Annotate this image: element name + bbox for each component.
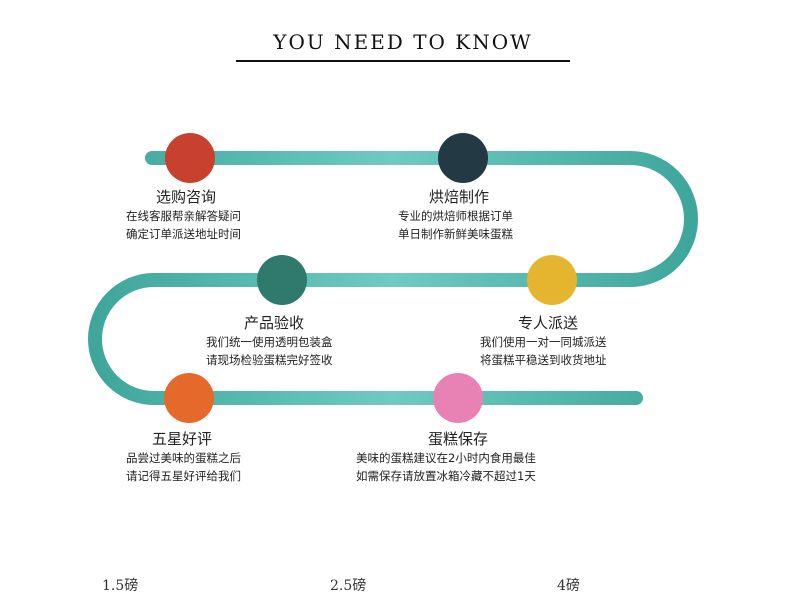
- step-1-desc-line2: 确定订单派送地址时间: [126, 227, 241, 241]
- title-underline: [236, 60, 570, 62]
- step-4-node: [257, 255, 307, 305]
- step-2-node: [438, 133, 488, 183]
- step-2-title: 烘焙制作: [429, 188, 490, 206]
- step-1-node: [165, 133, 215, 183]
- step-5-node: [164, 373, 214, 423]
- step-2-desc-line1: 专业的烘焙师根据订单: [398, 209, 513, 223]
- step-4-title: 产品验收: [244, 314, 305, 332]
- step-5-desc-line2: 请记得五星好评给我们: [126, 469, 241, 483]
- weight-label-1: 1.5磅: [102, 578, 139, 594]
- step-4-desc-line1: 我们统一使用透明包装盒: [206, 335, 333, 349]
- track-path: [88, 151, 698, 405]
- step-2-desc-line2: 单日制作新鲜美味蛋糕: [398, 227, 513, 241]
- step-1-title: 选购咨询: [156, 188, 217, 206]
- step-5-desc-line1: 品尝过美味的蛋糕之后: [126, 451, 241, 465]
- weight-label-3: 4磅: [557, 578, 580, 594]
- step-6-desc-line2: 如需保存请放置冰箱冷藏不超过1天: [356, 469, 536, 483]
- page-title: YOU NEED TO KNOW: [273, 30, 533, 54]
- step-3-desc-line2: 将蛋糕平稳送到收货地址: [480, 353, 607, 367]
- step-3-desc-line1: 我们使用一对一同城派送: [480, 335, 607, 349]
- weight-label-2: 2.5磅: [330, 578, 367, 594]
- step-3-title: 专人派送: [518, 314, 579, 332]
- step-6-desc-line1: 美味的蛋糕建议在2小时内食用最佳: [356, 451, 536, 465]
- step-5-title: 五星好评: [152, 430, 213, 448]
- step-3-node: [527, 255, 577, 305]
- step-4-desc-line2: 请现场检验蛋糕完好签收: [206, 353, 333, 367]
- step-1-desc-line1: 在线客服帮亲解答疑问: [126, 209, 241, 223]
- step-6-node: [433, 373, 483, 423]
- step-6-title: 蛋糕保存: [428, 430, 489, 448]
